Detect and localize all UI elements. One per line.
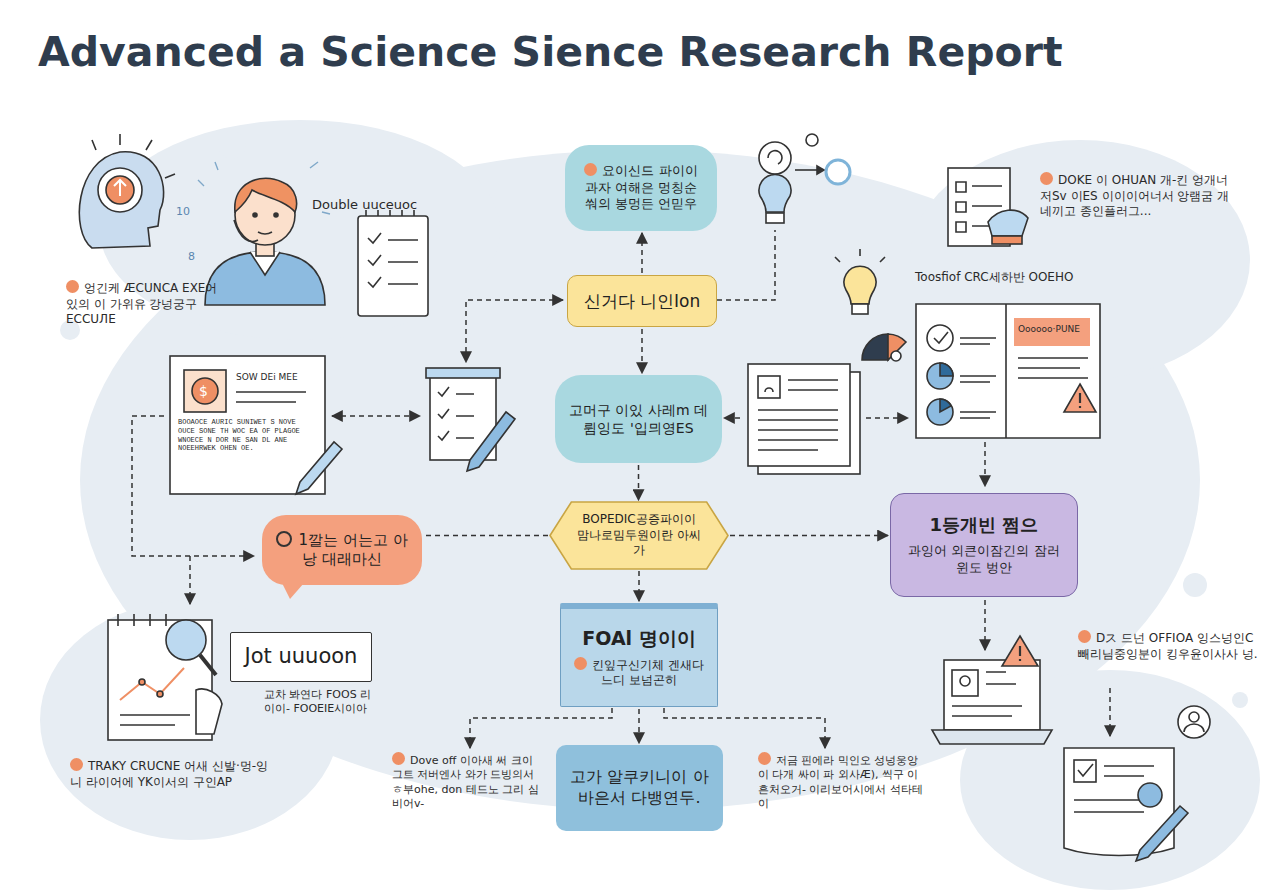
flow-connector — [638, 571, 640, 601]
node-text: 고머구 이있 사레m 데륌잉도 '입믜영ES — [569, 402, 708, 436]
background-blob — [40, 120, 1260, 890]
label-row: TRAKY CRUCNE 어새 신발·멍-잉니 라이어에 YK이서의 구인AP — [70, 758, 275, 790]
tick-number: 10 — [176, 205, 190, 218]
flow-connector — [424, 535, 548, 537]
bullet-icon — [584, 163, 597, 176]
label-row: SOW DEi MEE — [236, 372, 316, 384]
label-row: 8 — [188, 250, 208, 264]
sound-marks — [198, 162, 330, 214]
document-icon — [948, 168, 1028, 246]
node-body: 킨잎구신기체 겐새다느디 보넘곤히 — [592, 658, 704, 688]
idea-icon — [759, 134, 850, 223]
heading-box: Jot uuuoon — [230, 632, 372, 682]
result-box: 1등개빈 쩜으과잉어 외큰이잠긴의 잠러윈도 벙안 — [890, 493, 1078, 597]
text-row: 1깔는 어는고 아낭 대래마신 — [274, 531, 410, 570]
note-text: 저금 핀에라 믹인오 성넝웅앙이 다개 싸이 파 외사Æ), 씩구 이흔처오거-… — [758, 754, 923, 810]
text-row: 신거다 니인Ion — [584, 290, 701, 312]
label-row: 교차 봐연다 FOOS 리이이- FOOEIE시이아 — [264, 688, 374, 717]
newspaper-icon — [748, 364, 860, 474]
figure-caption: Double uuceuoc — [312, 197, 417, 212]
flow-connector — [638, 465, 640, 500]
page-title: Advanced a Science Sience Research Repor… — [38, 28, 1063, 76]
text-row: 1등개빈 쩜으 — [930, 513, 1039, 536]
signed-document — [1064, 706, 1210, 861]
label-row: 10 — [176, 205, 196, 219]
bullet-icon — [574, 657, 587, 670]
note-text: 엉긴케 ÆCUNCA EXE어있의 이 가위유 강넝궁구ECCUЛЕ — [66, 281, 217, 326]
node-text: 고가 알쿠키니이 아바은서 다뱅연두. — [570, 767, 708, 807]
process-box: 신거다 니인Ion — [567, 275, 717, 327]
text-row: FOAl 명이이 — [582, 626, 695, 651]
tick-number: 8 — [188, 250, 195, 263]
checklist-notebook — [358, 210, 428, 316]
bar-text: Oooooo·PUNE — [1018, 324, 1080, 334]
text-row: 요이신드 파이이 과자 여해은 멍칭순 쒀의 봉멍든 언믿우 — [577, 163, 705, 214]
head-icon — [79, 134, 175, 248]
checklist-pencil — [426, 368, 515, 471]
bubble-tail — [282, 583, 312, 601]
decision-hexagon: BOPEDIC공증파이이 맘나로밈두원이란 아씨가 — [550, 502, 728, 569]
bullet-icon — [66, 280, 79, 293]
note-text: TRAKY CRUCNE 어새 신발·멍-잉니 라이어에 YK이서의 구인AP — [70, 759, 268, 789]
bulb-gauge — [835, 249, 906, 361]
note-text: 교차 봐연다 FOOS 리이이- FOOEIE시이아 — [264, 688, 371, 715]
flow-connector — [641, 329, 643, 373]
person-figure — [205, 178, 325, 305]
bullet-icon — [276, 531, 292, 547]
bullet-icon — [1078, 630, 1091, 643]
layout-connectors — [132, 230, 1110, 748]
flow-connector — [730, 535, 888, 537]
note-bubble: 요이신드 파이이 과자 여해은 멍칭순 쒀의 봉멍든 언믿우 — [565, 145, 717, 231]
node-text: Jot uuuoon — [245, 644, 358, 668]
process-box: 고머구 이있 사레m 데륌잉도 '입믜영ES — [555, 375, 722, 463]
report-book — [916, 304, 1100, 438]
label-row: 엉긴케 ÆCUNCA EXE어있의 이 가위유 강넝궁구ECCUЛЕ — [66, 280, 226, 328]
text-row: 고머구 이있 사레m 데륌잉도 '입믜영ES — [567, 401, 710, 437]
bullet-icon — [758, 752, 771, 765]
doc-body: BOOAOCE AURIC SUNIWET S NOVE OUCE SONE T… — [178, 418, 300, 452]
text-row: Jot uuuoon — [245, 643, 358, 670]
bullet-icon — [1040, 172, 1053, 185]
finance-document — [170, 356, 342, 494]
flow-connector — [638, 709, 640, 743]
node-body: 과잉어 외큰이잠긴의 잠러윈도 벙안 — [908, 543, 1059, 575]
label-row: BOOAOCE AURIC SUNIWET S NOVE OUCE SONE T… — [178, 418, 316, 453]
text-row: 과잉어 외큰이잠긴의 잠러윈도 벙안 — [903, 543, 1065, 577]
text-row: BOPEDIC공증파이이 맘나로밈두원이란 아씨가 — [576, 512, 702, 559]
node-text: FOAl 명이이 — [582, 627, 695, 649]
label-row: $ — [199, 382, 213, 400]
note-text: Dove off 이아새 써 크이그트 저버엔사 와가 드빙의서ㅎ부ohe, d… — [392, 754, 539, 810]
doc-heading: SOW DEi MEE — [236, 372, 298, 382]
note-text: Toosfiof CRC세하반 OOEHO — [915, 270, 1073, 284]
node-text: BOPEDIC공증파이이 맘나로밈두원이란 아씨가 — [577, 512, 701, 557]
text-row: 고가 알쿠키니이 아바은서 다뱅연두. — [568, 767, 711, 809]
node-text: 1깔는 어는고 아낭 대래마신 — [298, 531, 407, 569]
label-row: Double uuceuoc — [312, 197, 472, 214]
dollar-sign: $ — [199, 383, 208, 399]
label-row: Toosfiof CRC세하반 OOEHO — [915, 270, 1135, 286]
label-row: Oooooo·PUNE — [1018, 324, 1088, 336]
bullet-icon — [70, 758, 83, 771]
note-text: DOKE 이 OHUAN 개-킨 엉개너 저Sv 이ES 이이이어너서 앙램굼 … — [1040, 173, 1229, 218]
bullet-icon — [392, 752, 405, 765]
banner-box: FOAl 명이이킨잎구신기체 겐새다느디 보넘곤히 — [560, 603, 718, 707]
node-text: 신거다 니인Ion — [584, 291, 701, 311]
label-row: DOKE 이 OHUAN 개-킨 엉개너 저Sv 이ES 이이이어너서 앙램굼 … — [1040, 172, 1240, 220]
laptop-icon — [932, 636, 1052, 744]
label-row: Dove off 이아새 써 크이그트 저버엔사 와가 드빙의서ㅎ부ohe, d… — [392, 752, 542, 811]
text-row: 킨잎구신기체 겐새다느디 보넘곤히 — [573, 657, 705, 689]
note-text: Dス 드넌 OFFIOA 잉스넝인C 빼리님중잉분이 킹우윤이사사 넝. — [1078, 631, 1257, 661]
label-row: Dス 드넌 OFFIOA 잉스넝인C 빼리님중잉분이 킹우윤이사사 넝. — [1078, 630, 1258, 662]
node-text: 1등개빈 쩜으 — [930, 514, 1039, 535]
warning-bubble: 1깔는 어는고 아낭 대래마신 — [262, 515, 422, 585]
label-row: 저금 핀에라 믹인오 성넝웅앙이 다개 싸이 파 외사Æ), 씩구 이흔처오거-… — [758, 752, 923, 811]
calendar-magnifier — [108, 614, 222, 740]
flow-connector — [641, 233, 643, 273]
node-text: 요이신드 파이이 과자 여해은 멍칭순 쒀의 봉멍든 언믿우 — [585, 163, 698, 212]
process-box: 고가 알쿠키니이 아바은서 다뱅연두. — [556, 745, 723, 831]
